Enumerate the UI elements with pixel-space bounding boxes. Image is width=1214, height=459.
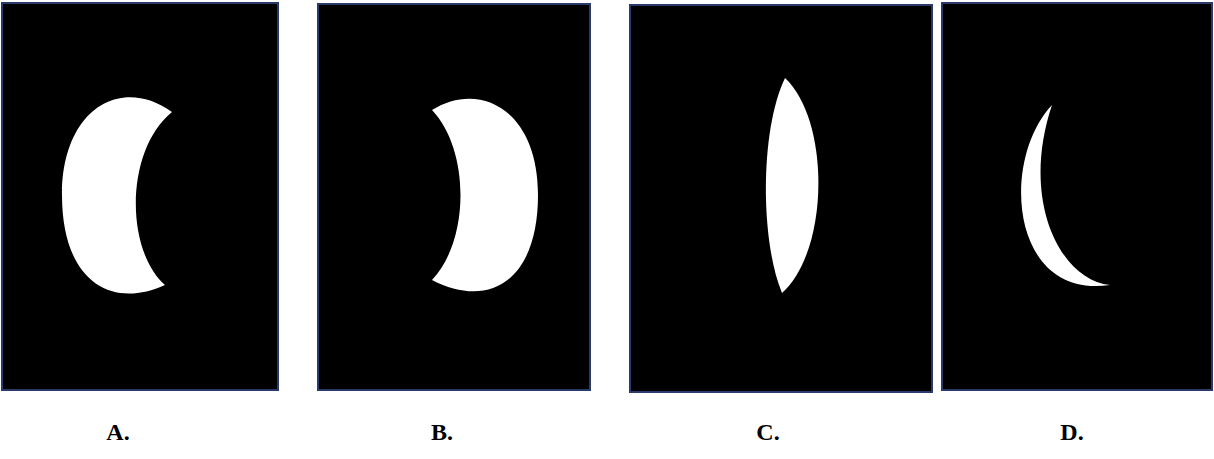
- panel: [630, 5, 932, 392]
- option-label: B.: [431, 420, 453, 444]
- moon-phase: [1021, 105, 1110, 286]
- option-label: C.: [756, 420, 779, 444]
- option-label: D.: [1060, 420, 1083, 444]
- moon-phase: [766, 78, 819, 293]
- panel: [2, 3, 278, 390]
- option-label: A.: [106, 420, 129, 444]
- panel: [318, 4, 590, 390]
- moon-phase: [62, 97, 172, 293]
- moon-phase: [432, 99, 538, 292]
- panel: [942, 3, 1212, 390]
